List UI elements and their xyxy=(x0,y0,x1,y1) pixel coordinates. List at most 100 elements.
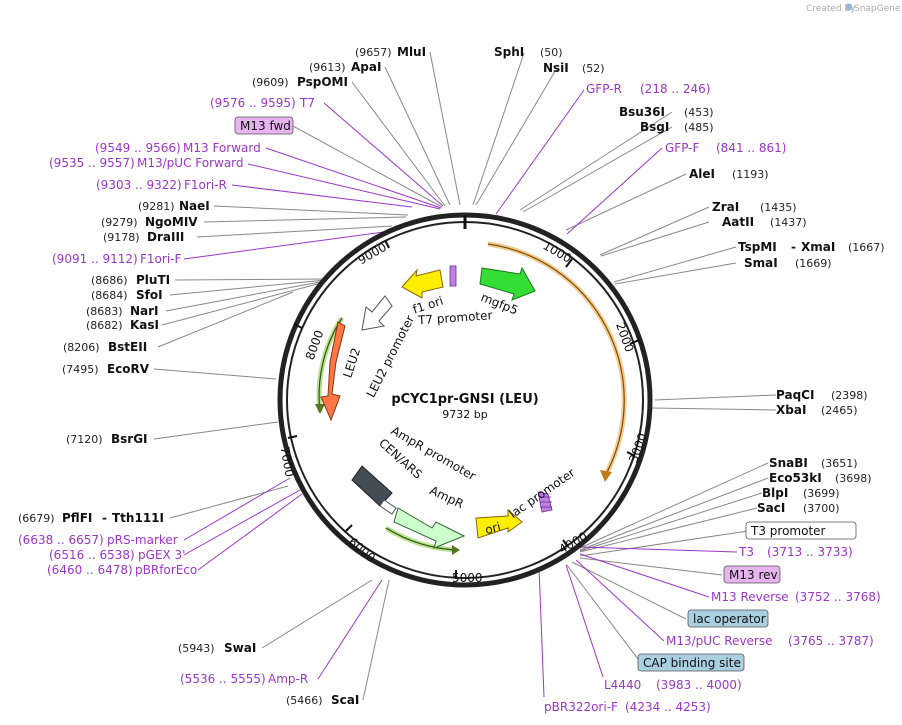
enzyme-name[interactable]: SacI xyxy=(757,501,785,515)
primer-name[interactable]: M13/pUC Reverse xyxy=(666,634,773,648)
cap-binding-site-box[interactable] xyxy=(637,653,745,672)
cen-ars-feature[interactable] xyxy=(351,465,393,507)
primer-name[interactable]: GFP-R xyxy=(586,82,622,96)
primer-range: (3752 .. 3768) xyxy=(795,590,881,604)
enzyme-pos: (2465) xyxy=(821,404,858,417)
enzyme-name[interactable]: Bsu36I xyxy=(619,105,665,119)
primer-range: (5536 .. 5555) xyxy=(180,672,266,686)
enzyme-name[interactable]: ScaI xyxy=(331,693,359,707)
primer-name[interactable]: M13 Forward xyxy=(183,141,261,155)
plasmid-length: 9732 bp xyxy=(442,408,487,421)
enzyme-name[interactable]: EcoRV xyxy=(107,362,150,376)
ampr-feature[interactable] xyxy=(393,507,466,549)
enzyme-pos: (7120) xyxy=(66,433,103,446)
primer-name[interactable]: L4440 xyxy=(604,678,641,692)
enzyme-pos: (453) xyxy=(684,106,714,119)
enzyme-pos: (8682) xyxy=(86,319,123,332)
enzyme-name[interactable]: AleI xyxy=(689,167,715,181)
ori-feature[interactable] xyxy=(475,508,523,539)
enzyme-pos: (7495) xyxy=(62,363,99,376)
primer-name[interactable]: pBR322ori-F xyxy=(544,700,618,714)
enzyme-name[interactable]: AatII xyxy=(722,215,754,229)
mgfp5-feature[interactable] xyxy=(479,266,536,301)
enzyme-name[interactable]: ApaI xyxy=(351,60,381,74)
enzyme-name[interactable]: BstEII xyxy=(108,340,147,354)
primer-range: (3983 .. 4000) xyxy=(656,678,742,692)
leu2-label: LEU2 xyxy=(340,346,363,380)
leu2-feature[interactable] xyxy=(320,321,346,422)
enzyme-name[interactable]: PaqCI xyxy=(776,388,814,402)
enzyme-name[interactable]: BsgI xyxy=(640,120,669,134)
enzyme-name[interactable]: PflFI xyxy=(62,511,92,525)
lac-operator-box[interactable] xyxy=(687,609,769,628)
gfp-orf-arrowhead xyxy=(600,470,612,482)
primer-range: (9549 .. 9566) xyxy=(95,141,181,155)
enzyme-name[interactable]: KasI xyxy=(130,318,159,332)
primer-name[interactable]: M13 Reverse xyxy=(711,590,789,604)
enzyme-name[interactable]: Tth111I xyxy=(112,511,164,525)
enzyme-pos: (3651) xyxy=(821,457,858,470)
primer-name[interactable]: M13/pUC Forward xyxy=(137,156,244,170)
enzyme-pos: (6679) xyxy=(18,512,55,525)
primer-name[interactable]: pGEX 3' xyxy=(138,548,185,562)
primer-name[interactable]: pBRforEco xyxy=(135,563,197,577)
enzyme-name[interactable]: SnaBI xyxy=(769,456,808,470)
enzyme-pos: (5943) xyxy=(178,642,215,655)
enzyme-name[interactable]: NarI xyxy=(130,304,159,318)
enzyme-name[interactable]: NaeI xyxy=(179,199,210,213)
enzyme-name[interactable]: NgoMIV xyxy=(145,215,198,229)
primer-name[interactable]: F1ori-R xyxy=(184,178,227,192)
enzyme-name[interactable]: MluI xyxy=(397,45,426,59)
primer-leader-lines xyxy=(183,89,738,698)
enzyme-pos: (52) xyxy=(582,62,605,75)
primer-name[interactable]: pRS-marker xyxy=(107,533,178,547)
enzyme-pos: (9657) xyxy=(355,46,392,59)
enzyme-name[interactable]: BlpI xyxy=(762,486,788,500)
enzyme-name[interactable]: PluTI xyxy=(136,273,170,287)
enzyme-name[interactable]: TspMI xyxy=(738,240,777,254)
m13-fwd-leader xyxy=(292,125,443,208)
primer-name[interactable]: F1ori-F xyxy=(140,252,181,266)
enzyme-name[interactable]: SphI xyxy=(494,45,524,59)
enzyme-name[interactable]: SwaI xyxy=(224,641,256,655)
enzyme-name[interactable]: BsrGI xyxy=(111,432,148,446)
enzyme-pos: (50) xyxy=(540,46,563,59)
enzyme-name[interactable]: SfoI xyxy=(136,288,163,302)
credit-prefix: Created by xyxy=(806,4,856,14)
enzyme-pos: (1667) xyxy=(848,241,885,254)
primer-name[interactable]: GFP-F xyxy=(665,141,700,155)
primer-name[interactable]: T7 xyxy=(299,96,315,110)
primer-range: (9091 .. 9112) xyxy=(52,252,138,266)
enzyme-pos: (1437) xyxy=(770,216,807,229)
dash-separator: - xyxy=(791,240,796,254)
ampr-promoter-feature[interactable] xyxy=(379,499,397,515)
cap-binding-site-label: CAP binding site xyxy=(643,656,741,670)
tick-label-7000: 7000 xyxy=(278,445,297,478)
leu2-promoter-feature[interactable] xyxy=(361,295,393,331)
enzyme-pos: (1669) xyxy=(795,257,832,270)
f1-ori-feature[interactable] xyxy=(401,268,444,299)
enzyme-name[interactable]: DraIII xyxy=(147,230,184,244)
enzyme-pos: (5466) xyxy=(286,694,323,707)
primer-name[interactable]: T3 xyxy=(738,545,754,559)
enzyme-name[interactable]: Eco53kI xyxy=(769,471,822,485)
t3-promoter-box[interactable] xyxy=(745,521,857,540)
enzyme-pos: (9281) xyxy=(138,200,175,213)
primer-range: (6638 .. 6657) xyxy=(18,533,104,547)
enzyme-name[interactable]: ZraI xyxy=(712,200,739,214)
enzyme-name[interactable]: NsiI xyxy=(543,61,569,75)
primer-range: (9303 .. 9322) xyxy=(96,178,182,192)
primer-name[interactable]: Amp-R xyxy=(268,672,308,686)
credit-brand[interactable]: SnapGene xyxy=(854,4,901,14)
m13-fwd-box[interactable] xyxy=(234,116,294,135)
enzyme-name[interactable]: PspOMI xyxy=(297,75,348,89)
enzyme-name[interactable]: SmaI xyxy=(744,256,778,270)
enzyme-name[interactable]: XmaI xyxy=(801,240,835,254)
primer-range: (9535 .. 9557) xyxy=(49,156,135,170)
enzyme-name[interactable]: XbaI xyxy=(776,403,806,417)
t7-promoter-marker[interactable] xyxy=(449,265,457,287)
m13-rev-box[interactable] xyxy=(723,565,781,584)
primer-range: (4234 .. 4253) xyxy=(625,700,711,714)
ampr-orf-arc-line xyxy=(385,527,457,551)
